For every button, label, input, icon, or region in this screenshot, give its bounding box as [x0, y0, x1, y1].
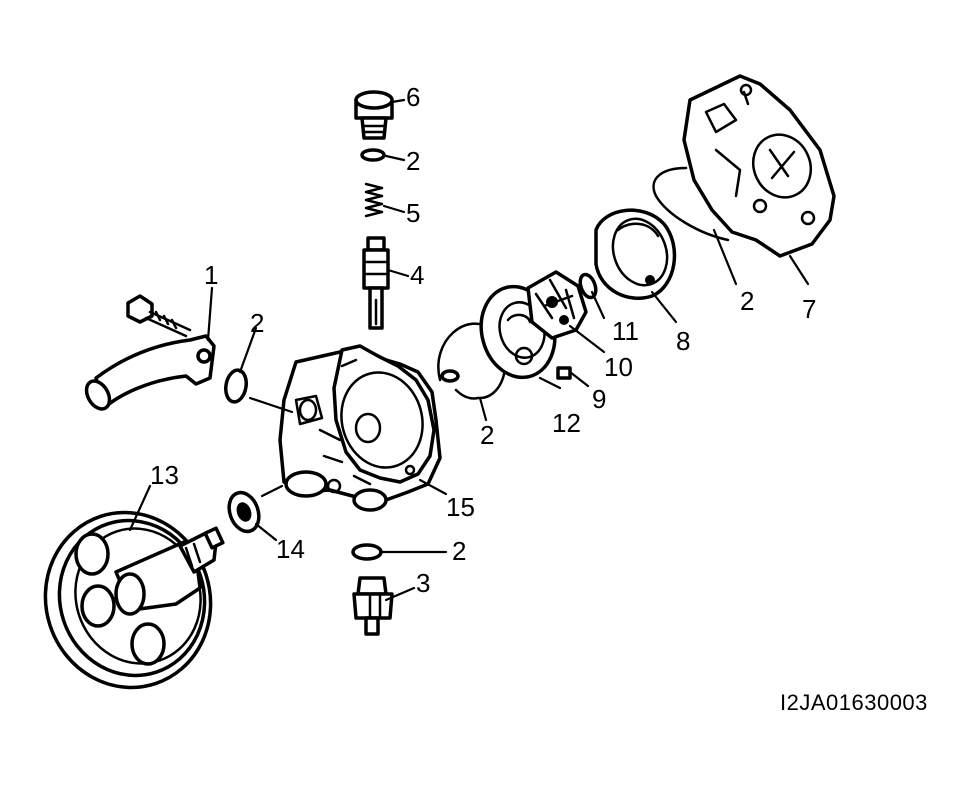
- callout-2-outlet: 2: [452, 536, 466, 566]
- callout-10: 10: [604, 352, 633, 382]
- part-1-suction-pipe: [84, 294, 216, 411]
- callout-8: 8: [676, 326, 690, 356]
- callout-12: 12: [552, 408, 581, 438]
- part-10-cam-rotor: [526, 270, 588, 340]
- callout-2-upper: 2: [406, 146, 420, 176]
- part-8-cam-ring: [594, 208, 677, 300]
- callout-7: 7: [802, 294, 816, 324]
- part-14-oil-seal: [227, 490, 261, 534]
- part-6-cap-plug: [354, 90, 394, 140]
- part-2-o-ring-upper: [360, 148, 386, 162]
- callout-3: 3: [416, 568, 430, 598]
- callout-5: 5: [406, 198, 420, 228]
- part-15-pump-body: [278, 344, 442, 512]
- callout-2-rear: 2: [740, 286, 754, 316]
- part-5-spring: [364, 182, 384, 218]
- part-2-o-ring-small: [440, 369, 460, 383]
- callout-15: 15: [446, 492, 475, 522]
- callout-14: 14: [276, 534, 305, 564]
- callout-6: 6: [406, 82, 420, 112]
- callout-1: 1: [204, 260, 218, 290]
- callout-11: 11: [612, 316, 639, 346]
- callout-2-suction: 2: [250, 308, 264, 338]
- part-2-o-ring-suction: [224, 368, 248, 404]
- callout-13: 13: [150, 460, 179, 490]
- figure-code: I2JA01630003: [780, 690, 928, 715]
- part-13-pulley-shaft: [43, 510, 225, 690]
- part-4-flow-control-valve: [362, 236, 390, 330]
- callout-4: 4: [410, 260, 424, 290]
- part-2-o-ring-body-outlet: [351, 543, 383, 561]
- callout-9: 9: [592, 384, 606, 414]
- callout-2-middle: 2: [480, 420, 494, 450]
- part-7-rear-cover: [682, 74, 836, 258]
- part-2-gasket-rear: [652, 166, 730, 242]
- part-3-outlet-connector: [352, 576, 394, 636]
- leader-lines: [128, 98, 810, 602]
- part-9-pin: [556, 366, 572, 380]
